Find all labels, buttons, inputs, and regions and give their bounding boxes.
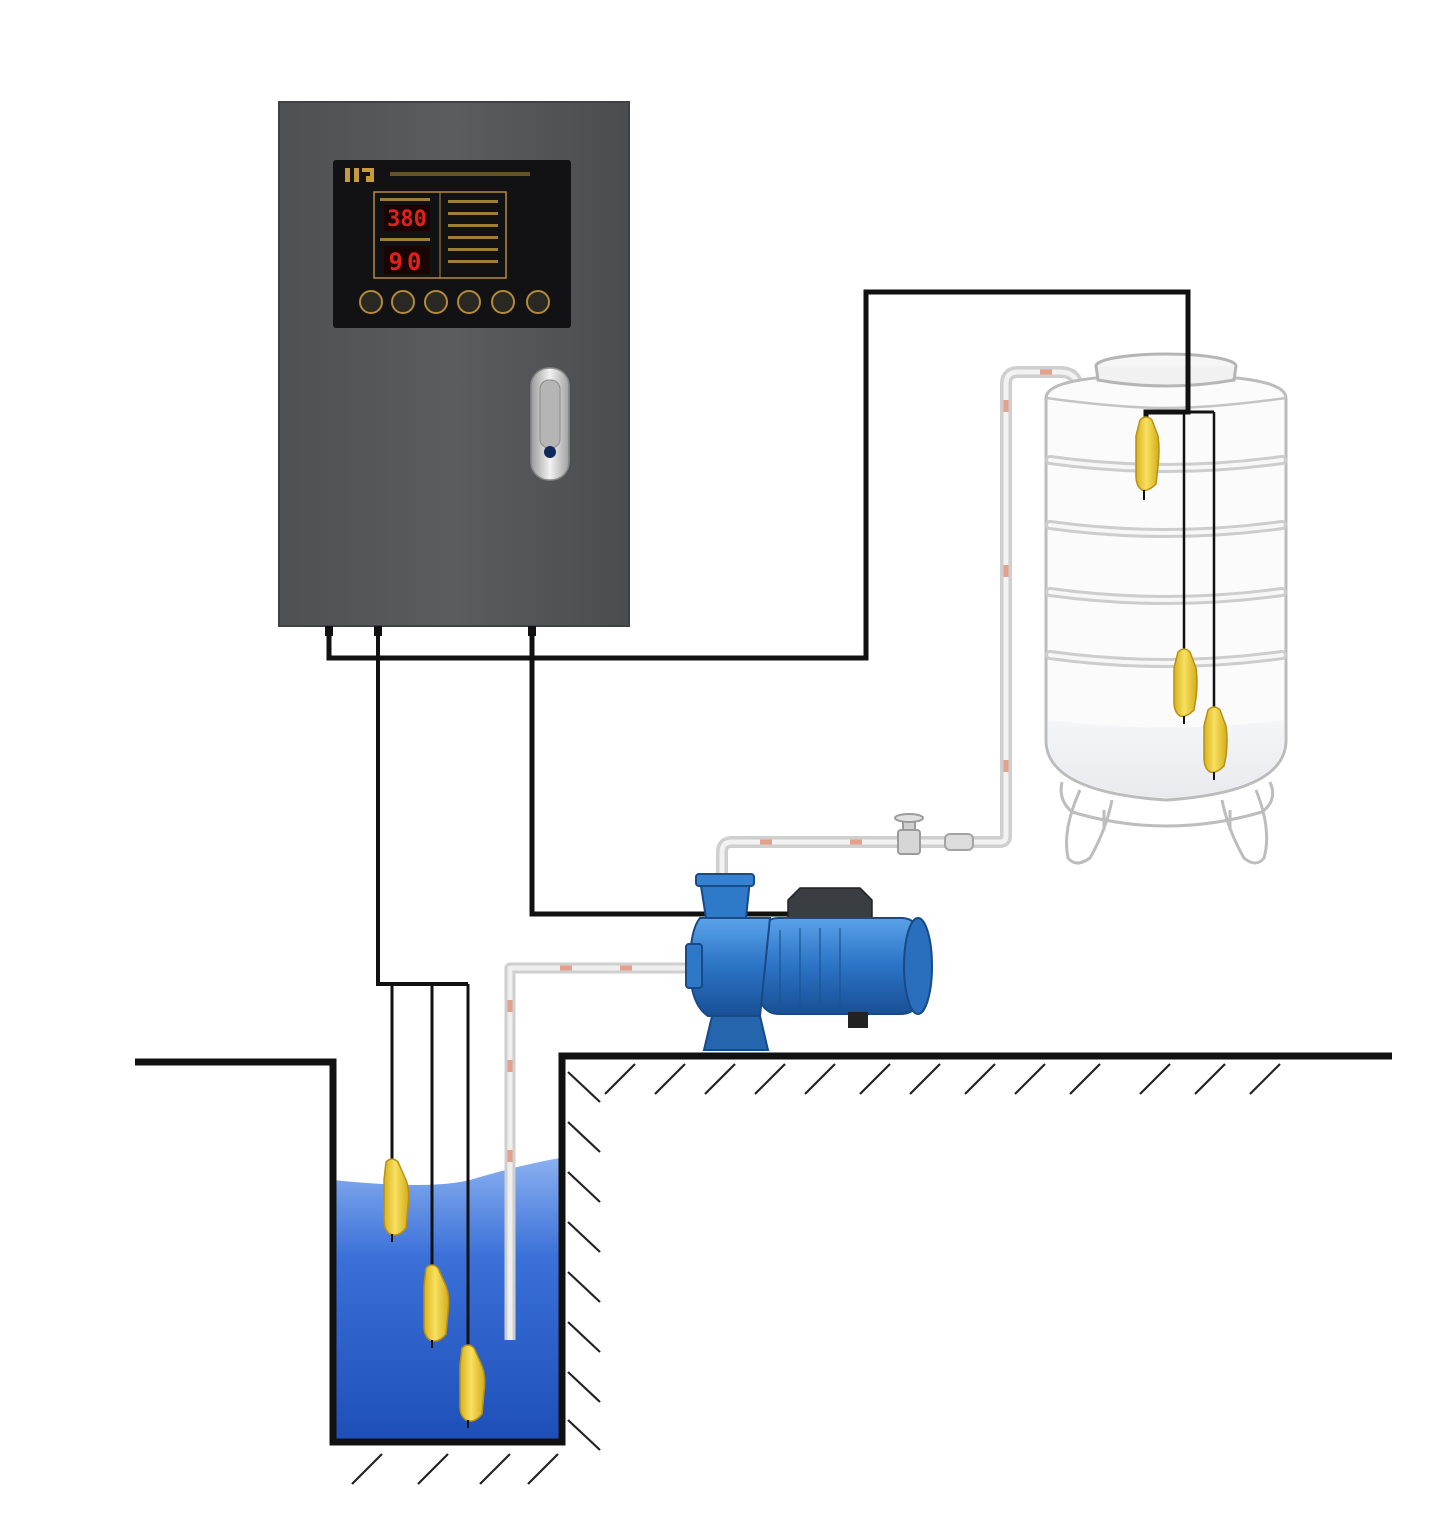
panel-button[interactable] bbox=[457, 290, 481, 314]
ground-hatching-wall bbox=[567, 1071, 601, 1451]
panel-button[interactable] bbox=[359, 290, 383, 314]
well-float-switches bbox=[383, 1158, 486, 1428]
panel-buttons bbox=[359, 290, 550, 314]
float-switch-icon bbox=[423, 1264, 450, 1348]
ground-outline bbox=[135, 1052, 1392, 1446]
panel-button[interactable] bbox=[526, 290, 550, 314]
panel-button[interactable] bbox=[424, 290, 448, 314]
door-handle[interactable] bbox=[530, 367, 570, 481]
float-switch-icon bbox=[383, 1158, 410, 1242]
ground bbox=[135, 1052, 1392, 1485]
keyhole-icon bbox=[544, 446, 556, 458]
ground-hatching-bottom bbox=[351, 1453, 559, 1485]
display-top-readout: 380 bbox=[387, 207, 427, 232]
float-switch-icon bbox=[1173, 648, 1198, 724]
float-switch-icon bbox=[1135, 416, 1160, 500]
panel-button[interactable] bbox=[391, 290, 415, 314]
brand-logo bbox=[345, 168, 374, 182]
float-switch-icon bbox=[459, 1344, 486, 1428]
storage-tank-icon bbox=[1044, 352, 1288, 865]
display-bottom-readout: 90 bbox=[389, 248, 426, 276]
panel-button[interactable] bbox=[491, 290, 515, 314]
control-panel-face bbox=[333, 160, 571, 328]
tank-float-switches bbox=[1135, 416, 1228, 780]
suction-pipe bbox=[504, 962, 690, 1340]
centrifugal-pump-icon bbox=[685, 873, 933, 1051]
control-cabinet-icon: 380 90 bbox=[278, 101, 630, 636]
indicator-list bbox=[380, 198, 498, 263]
control-wiring bbox=[326, 289, 1216, 1348]
ground-hatching-surface bbox=[604, 1063, 1281, 1095]
float-switch-icon bbox=[1203, 706, 1228, 780]
gate-valve-icon bbox=[894, 813, 974, 855]
delivery-pipe bbox=[716, 366, 1100, 880]
